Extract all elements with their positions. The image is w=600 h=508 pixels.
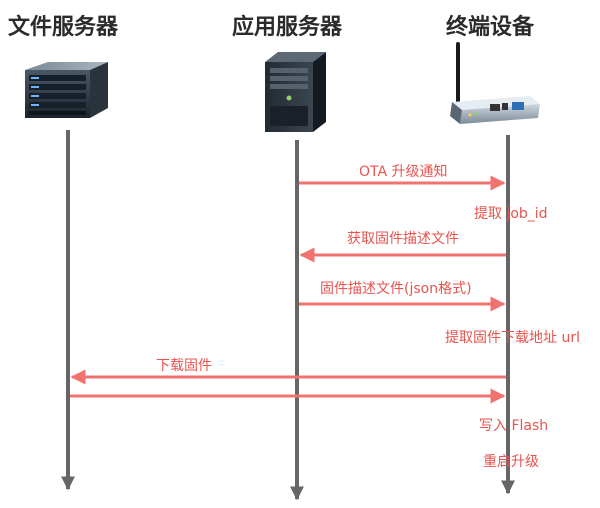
- message-label-get-descriptor: 获取固件描述文件: [347, 231, 459, 247]
- message-label-download: 下载固件: [156, 358, 212, 374]
- message-label-descriptor-json: 固件描述文件(json格式): [320, 281, 472, 297]
- actor-title-app-server: 应用服务器: [232, 14, 343, 40]
- note-extract-job-id: 提取 job_id: [474, 206, 548, 222]
- tower-server-icon: [265, 52, 326, 132]
- server-rack-icon: [25, 62, 108, 118]
- actor-title-file-server: 文件服务器: [8, 14, 119, 40]
- note-reboot-upgrade: 重启升级: [483, 454, 539, 470]
- note-extract-url: 提取固件下载地址 url: [445, 330, 580, 346]
- note-write-flash: 写入 Flash: [479, 418, 548, 434]
- actor-title-device: 终端设备: [446, 14, 535, 40]
- wireless-router-icon: [450, 42, 540, 124]
- message-label-ota-notify: OTA 升级通知: [359, 163, 448, 180]
